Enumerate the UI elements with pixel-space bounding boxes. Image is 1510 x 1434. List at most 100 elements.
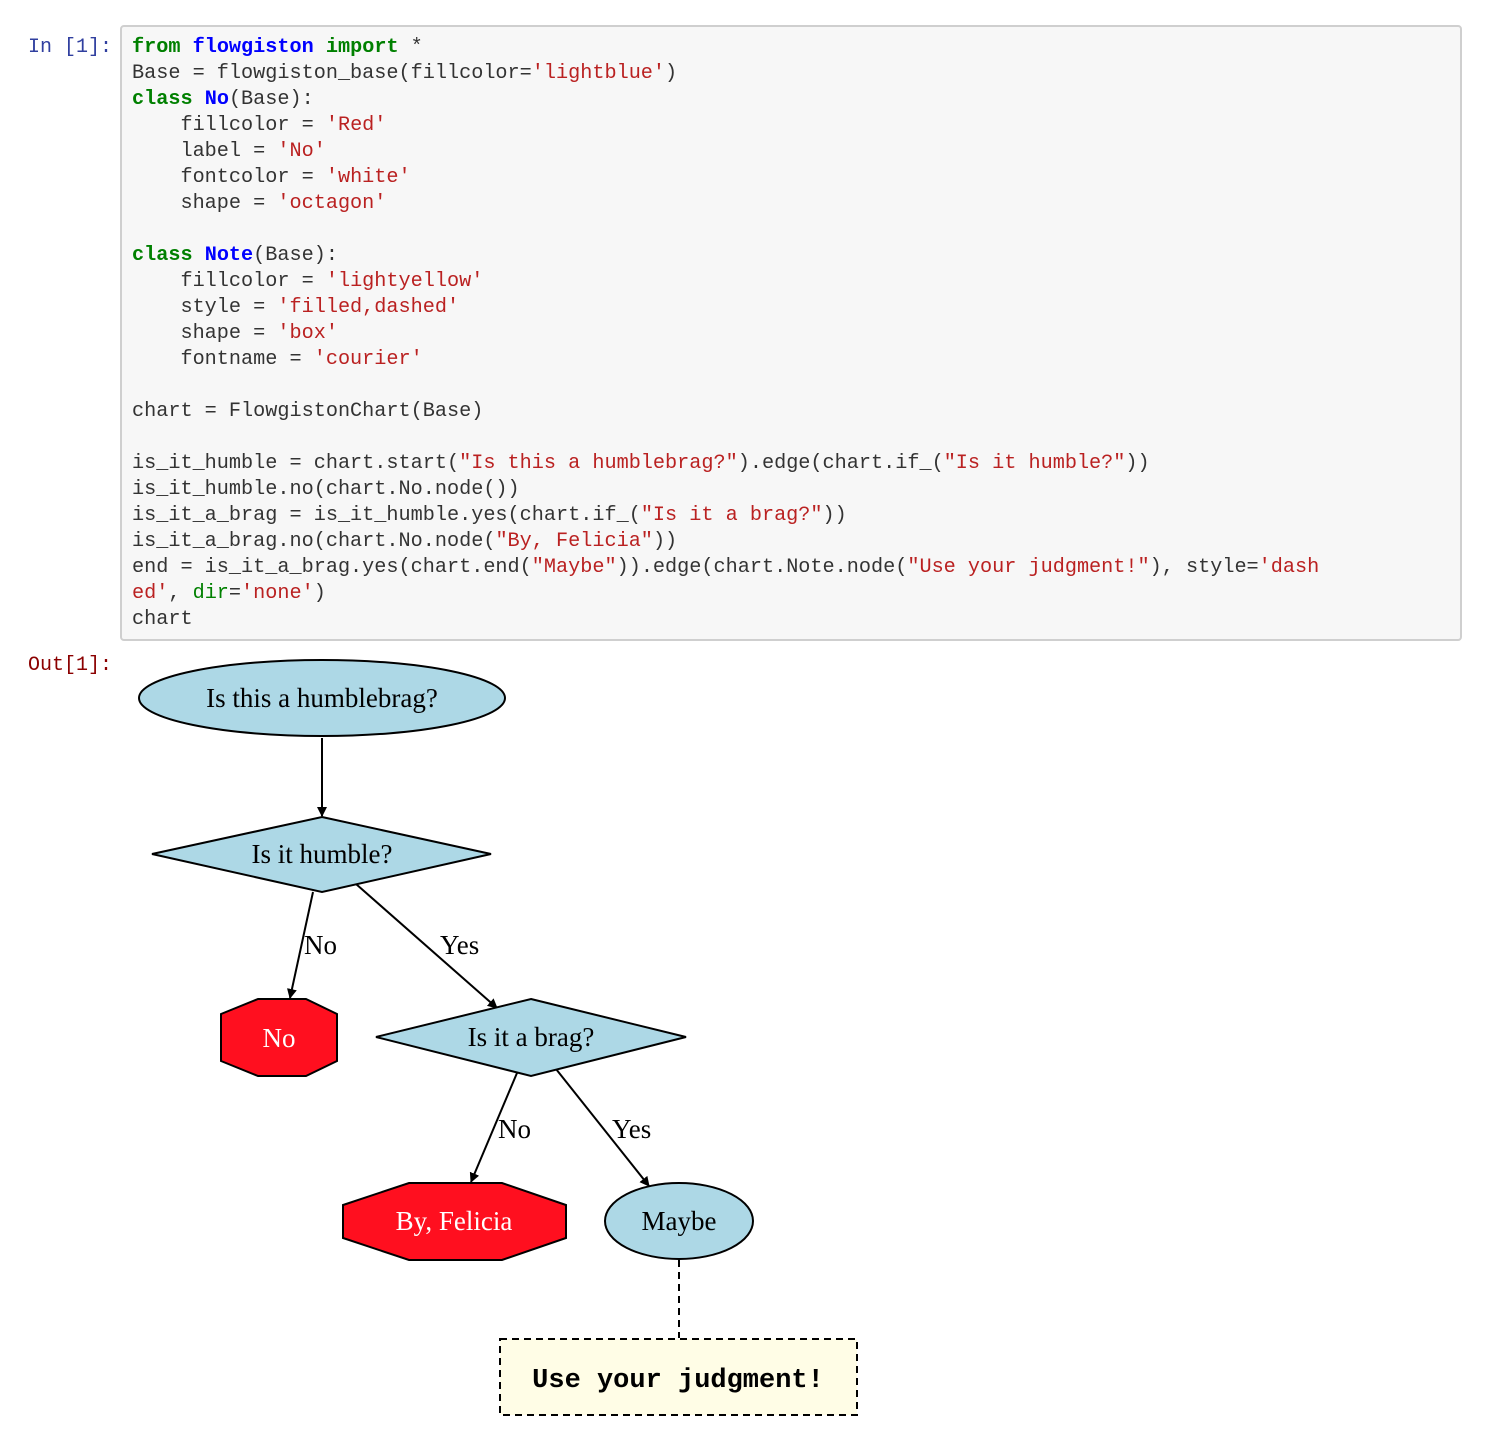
code-token: ed' xyxy=(132,582,169,605)
code-token: chart = FlowgistonChart(Base) xyxy=(132,400,484,423)
code-token: (Base): xyxy=(228,88,314,111)
code-token: 'courier' xyxy=(313,348,423,371)
code-line: style = 'filled,dashed' xyxy=(132,295,1450,321)
code-token: 'none' xyxy=(241,582,314,605)
decision-is-it-humble xyxy=(151,815,492,894)
code-token: = xyxy=(228,582,242,605)
code-token: 'Red' xyxy=(325,114,387,137)
by-felicia-node-octagon xyxy=(342,1182,567,1261)
code-line: ed', dir='none') xyxy=(132,581,1450,607)
code-line: from flowgiston import * xyxy=(132,35,1450,61)
flowchart-svg: No Yes No Yes Is this a humblebrag? Is i… xyxy=(138,659,858,1416)
code-line: is_it_humble = chart.start("Is this a hu… xyxy=(132,451,1450,477)
code-token: )).edge(chart.Note.node( xyxy=(616,556,908,579)
code-token: ) xyxy=(313,582,326,605)
code-token: fillcolor = xyxy=(132,270,326,293)
code-token: )) xyxy=(652,530,678,553)
code-token xyxy=(180,36,192,59)
code-line: chart xyxy=(132,607,1450,633)
code-token: fontname = xyxy=(132,348,314,371)
code-token: "By, Felicia" xyxy=(495,530,653,553)
code-token: class xyxy=(132,244,193,267)
by-felicia-node-label: By, Felicia xyxy=(396,1206,513,1236)
code-line: fillcolor = 'Red' xyxy=(132,113,1450,139)
code-token: No xyxy=(204,88,229,111)
edge-brag-yes xyxy=(555,1068,650,1187)
code-token: flowgiston xyxy=(192,36,314,59)
code-token: (Base): xyxy=(253,244,338,267)
input-prompt: In [1]: xyxy=(27,36,112,59)
code-editor[interactable]: from flowgiston import *Base = flowgisto… xyxy=(132,35,1450,633)
code-token: 'dash xyxy=(1258,556,1320,579)
start-node xyxy=(138,659,506,737)
no-node-label: No xyxy=(263,1023,296,1053)
code-token: )) xyxy=(1125,452,1150,475)
code-token: 'white' xyxy=(325,166,411,189)
code-token: 'filled,dashed' xyxy=(277,296,460,319)
output-prompt: Out[1]: xyxy=(27,654,112,677)
edge-humble-no xyxy=(287,891,314,999)
flowchart-output: No Yes No Yes Is this a humblebrag? Is i… xyxy=(120,650,880,1430)
code-line xyxy=(132,425,1450,451)
code-token: 'lightblue' xyxy=(531,62,666,85)
code-token: label = xyxy=(132,140,278,163)
code-token: "Is it humble?" xyxy=(943,452,1126,475)
code-token xyxy=(314,36,326,59)
code-token: from xyxy=(132,36,181,59)
edge-label-humble-no: No xyxy=(304,930,337,960)
code-token: 'lightyellow' xyxy=(325,270,484,293)
note-box-label: Use your judgment! xyxy=(532,1366,824,1396)
code-line: is_it_humble.no(chart.No.node()) xyxy=(132,477,1450,503)
code-line: chart = FlowgistonChart(Base) xyxy=(132,399,1450,425)
code-token: , xyxy=(168,582,193,605)
code-line: fillcolor = 'lightyellow' xyxy=(132,269,1450,295)
code-token: is_it_humble.no(chart.No.node()) xyxy=(132,478,520,501)
code-token: "Maybe" xyxy=(531,556,617,579)
maybe-end-node-label: Maybe xyxy=(642,1206,717,1236)
decision-is-it-a-brag xyxy=(375,997,687,1078)
code-line: label = 'No' xyxy=(132,139,1450,165)
code-token: "Is this a humblebrag?" xyxy=(459,452,738,475)
code-line: class Note(Base): xyxy=(132,243,1450,269)
code-token: is_it_a_brag.no(chart.No.node( xyxy=(132,530,496,553)
code-line: shape = 'octagon' xyxy=(132,191,1450,217)
code-token: chart xyxy=(132,608,193,631)
code-token: 'octagon' xyxy=(277,192,387,215)
code-line: is_it_a_brag.no(chart.No.node("By, Felic… xyxy=(132,529,1450,555)
code-token: Base = flowgiston_base(fillcolor= xyxy=(132,62,532,85)
code-line: shape = 'box' xyxy=(132,321,1450,347)
code-token: 'box' xyxy=(277,322,338,345)
note-box xyxy=(499,1338,858,1416)
code-token: fillcolor = xyxy=(132,114,326,137)
code-token: is_it_a_brag = is_it_humble.yes(chart.if… xyxy=(132,504,641,527)
code-line: fontcolor = 'white' xyxy=(132,165,1450,191)
code-token: ) xyxy=(665,62,678,85)
edge-humble-yes xyxy=(355,883,498,1009)
start-node-label: Is this a humblebrag? xyxy=(206,683,438,713)
code-line xyxy=(132,373,1450,399)
code-line: end = is_it_a_brag.yes(chart.end("Maybe"… xyxy=(132,555,1450,581)
edge-brag-no xyxy=(469,1072,518,1183)
edge-label-brag-yes: Yes xyxy=(612,1114,651,1144)
code-token: class xyxy=(132,88,193,111)
code-token: Note xyxy=(204,244,254,267)
decision-is-it-humble-label: Is it humble? xyxy=(252,839,393,869)
edge-label-brag-no: No xyxy=(498,1114,531,1144)
code-token: import xyxy=(325,36,399,59)
code-line: class No(Base): xyxy=(132,87,1450,113)
code-token: is_it_humble = chart.start( xyxy=(132,452,460,475)
code-cell-input[interactable]: from flowgiston import *Base = flowgisto… xyxy=(120,25,1462,641)
code-token: dir xyxy=(192,582,229,605)
code-token: "Is it a brag?" xyxy=(640,504,823,527)
code-line: Base = flowgiston_base(fillcolor='lightb… xyxy=(132,61,1450,87)
code-token xyxy=(193,88,205,111)
no-node-octagon xyxy=(220,998,338,1077)
edge-label-humble-yes: Yes xyxy=(440,930,479,960)
code-token: shape = xyxy=(132,192,278,215)
code-token: end = is_it_a_brag.yes(chart.end( xyxy=(132,556,532,579)
code-token: 'No' xyxy=(277,140,326,163)
code-token: style = xyxy=(132,296,278,319)
code-line: is_it_a_brag = is_it_humble.yes(chart.if… xyxy=(132,503,1450,529)
decision-is-it-a-brag-label: Is it a brag? xyxy=(468,1022,595,1052)
code-token: "Use your judgment!" xyxy=(907,556,1150,579)
